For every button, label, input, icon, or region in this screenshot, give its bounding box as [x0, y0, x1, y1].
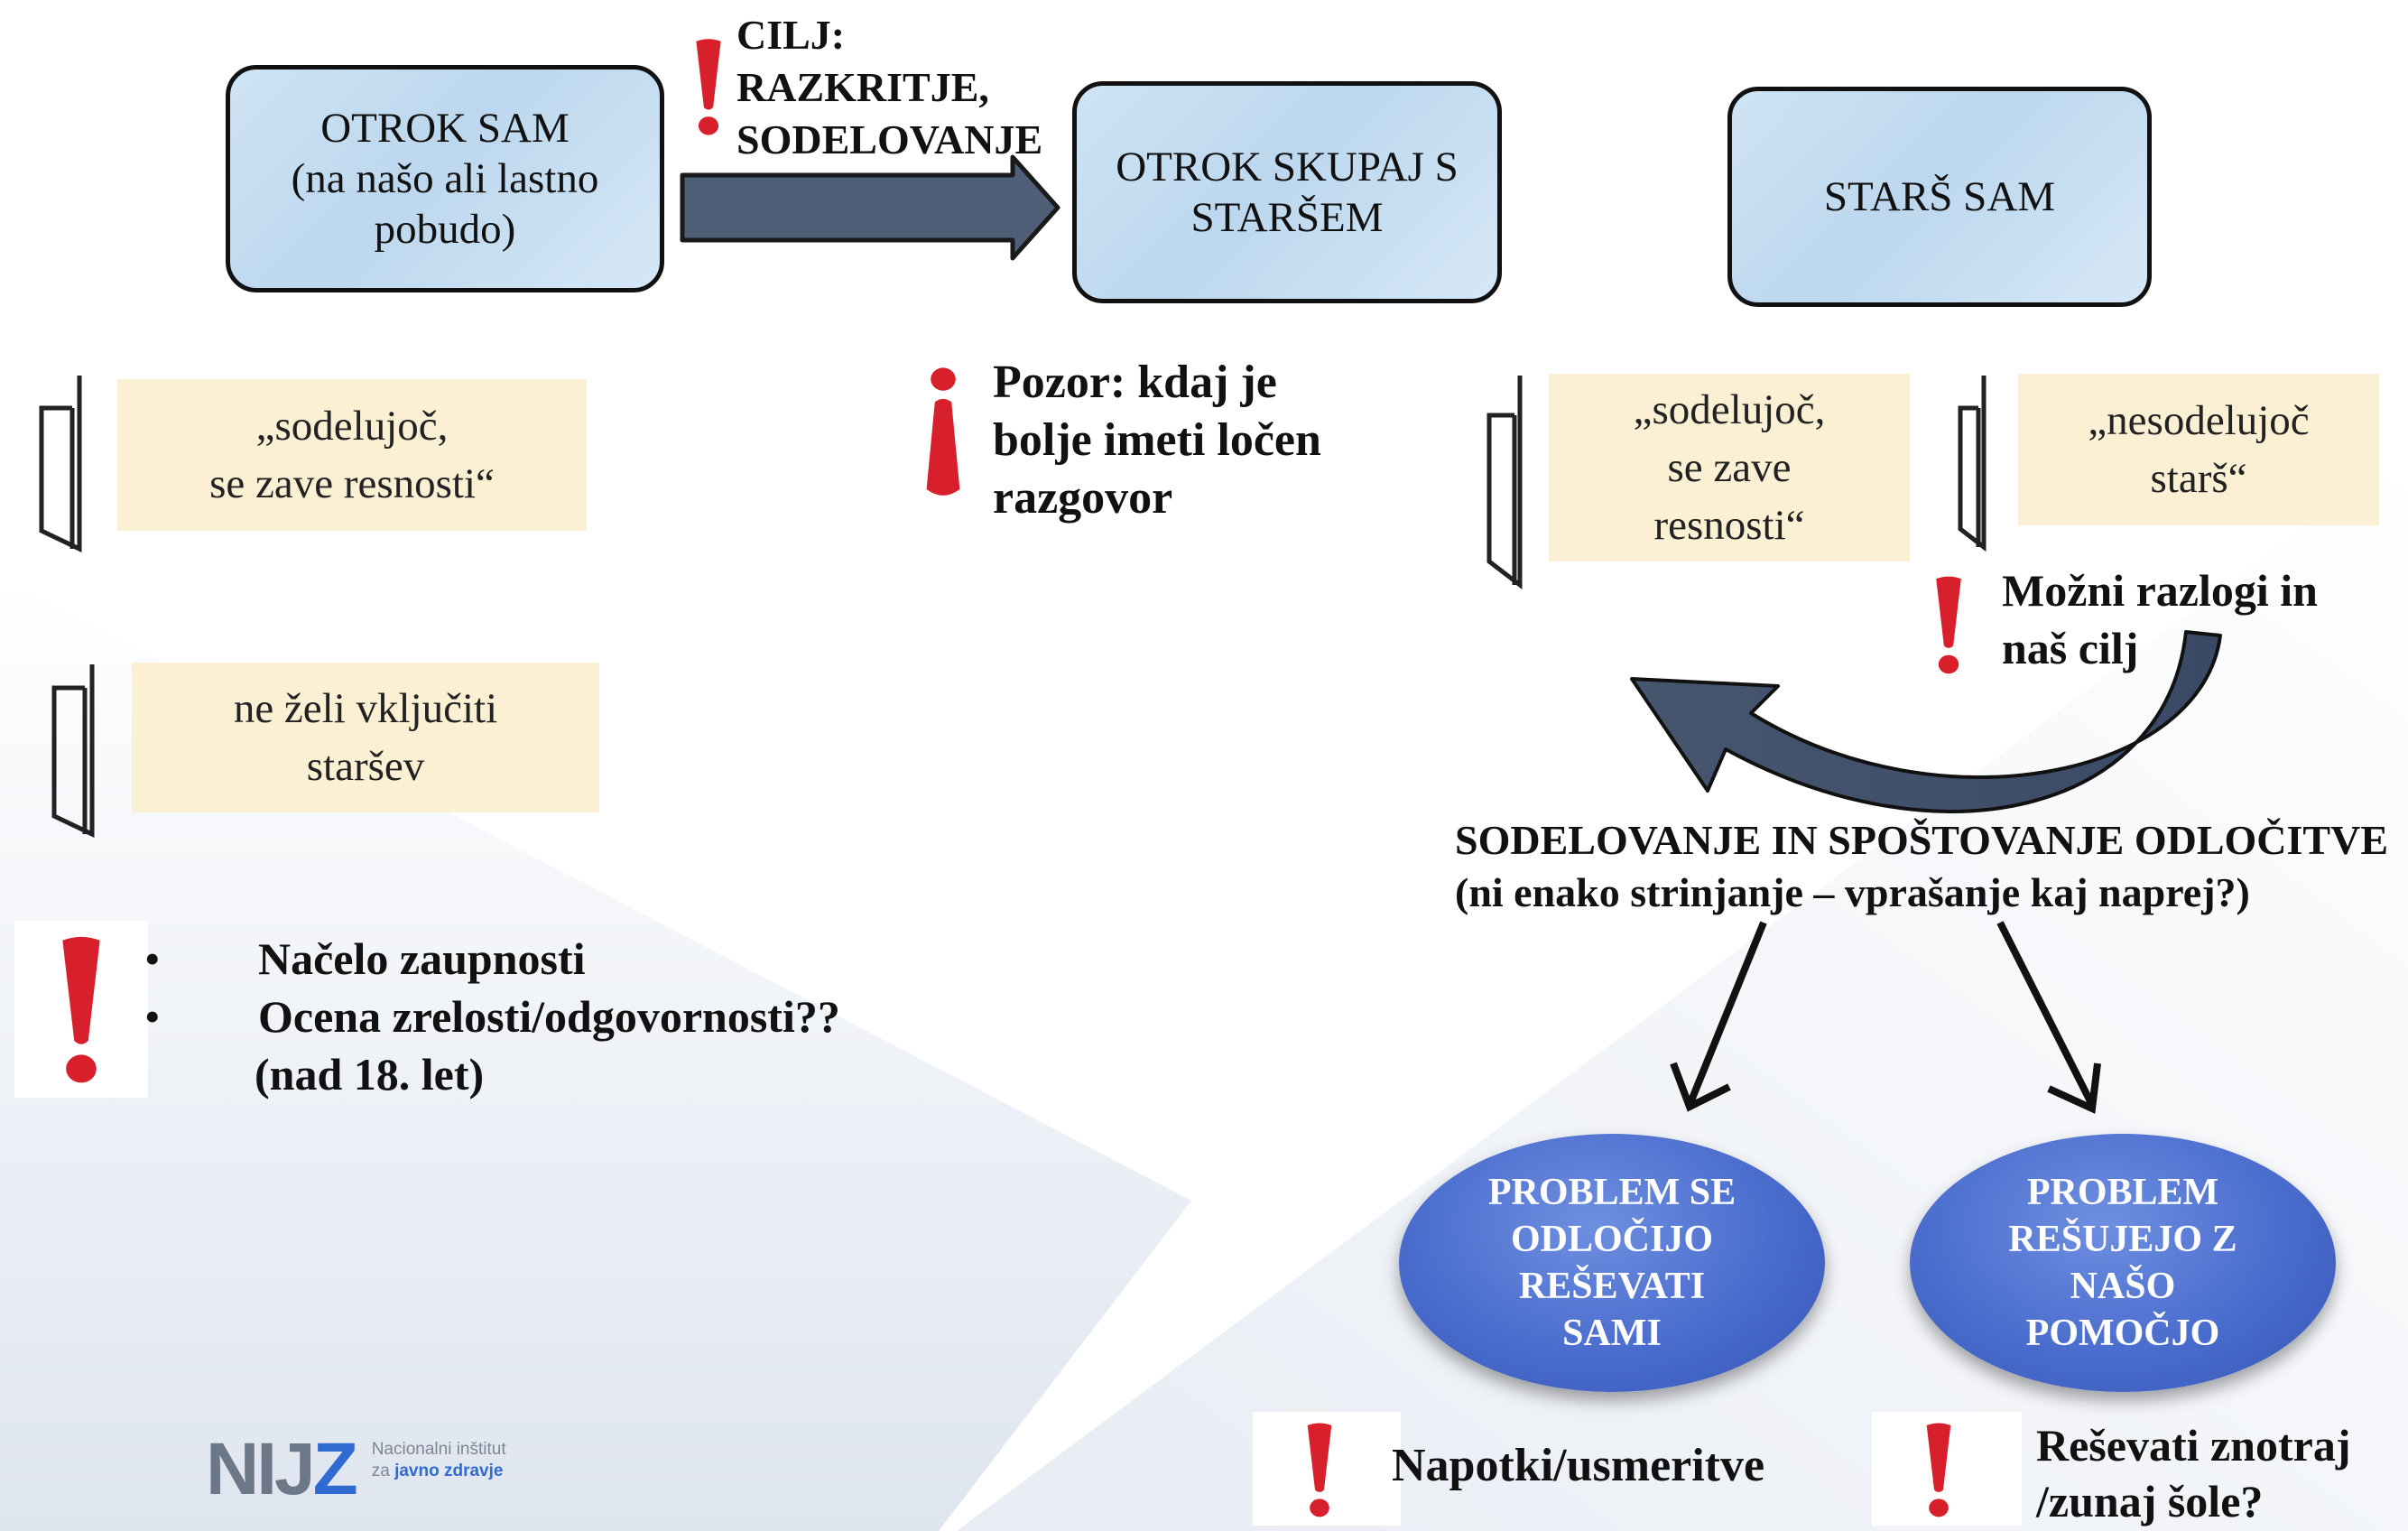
exclamation-icon	[62, 936, 100, 1083]
exclamation-badge	[1895, 567, 1995, 679]
goal-note-line1: CILJ:	[736, 12, 846, 58]
child-alone-line2: (na našo ali lastno	[291, 155, 599, 202]
list-item: •Ocena zrelosti/odgovornosti??	[144, 988, 840, 1045]
inside-outside-line2: /zunaj šole?	[2036, 1476, 2264, 1526]
goal-note-line2: RAZKRITJE,	[736, 64, 989, 110]
exclamation-badge	[14, 921, 148, 1098]
child-cooperative-note: „sodelujoč, se zave resnosti“	[117, 379, 587, 531]
caution-note: Pozor: kdaj je bolje imeti ločen razgovo…	[993, 354, 1321, 527]
no-parents-note: ne želi vključiti staršev	[132, 663, 599, 812]
parent-cooperative-note: „sodelujoč, se zave resnosti“	[1549, 374, 1910, 561]
goal-note: CILJ: RAZKRITJE, SODELOVANJE	[736, 9, 1042, 166]
outcome-solve-alone-line3: REŠEVATI	[1518, 1266, 1706, 1307]
down-arrow-right	[1996, 921, 2101, 1114]
outcome-solve-alone-line4: SAMI	[1562, 1313, 1662, 1354]
reasons-note-line2: naš cilj	[2002, 623, 2139, 673]
exclamation-badge	[1872, 1412, 2022, 1526]
list-item-sub: (nad 18. let)	[144, 1045, 840, 1103]
goal-note-line3: SODELOVANJE	[736, 116, 1043, 162]
list-item-sub-text: (nad 18. let)	[255, 1049, 485, 1100]
reasons-note-line1: Možni razlogi in	[2002, 565, 2318, 616]
list-item-text: Ocena zrelosti/odgovornosti??	[258, 991, 840, 1042]
exclamation-icon	[696, 39, 721, 135]
nijz-logo-text: Nacionalni inštitut za javno zdravje	[372, 1439, 506, 1482]
child-alone-line1: OTROK SAM	[320, 105, 570, 152]
left-bracket-2	[51, 664, 95, 838]
list-item-text: Načelo zaupnosti	[258, 933, 586, 984]
guidance-note: Napotki/usmeritve	[1392, 1440, 1765, 1491]
child-cooperative-line1: „sodelujoč,	[255, 403, 449, 450]
outcome-solve-with-help: PROBLEM REŠUJEJO Z NAŠO POMOČJO	[1910, 1134, 2336, 1392]
right-arrow	[680, 154, 1060, 261]
list-item: •Načelo zaupnosti	[144, 930, 840, 988]
exclamation-badge	[1253, 1412, 1401, 1526]
parent-non-cooperative-line1: „nesodelujoč	[2088, 397, 2310, 444]
child-cooperative-line2: se zave resnosti“	[209, 460, 495, 507]
down-arrow-left	[1670, 921, 1767, 1112]
child-alone-box: OTROK SAM (na našo ali lastno pobudo)	[226, 65, 664, 292]
outcome-solve-with-help-line1: PROBLEM	[2026, 1172, 2219, 1213]
outcome-solve-alone: PROBLEM SE ODLOČIJO REŠEVATI SAMI	[1399, 1134, 1825, 1392]
cooperation-heading-line2: (ni enako strinjanje – vprašanje kaj nap…	[1455, 869, 2250, 915]
inside-outside-line1: Reševati znotraj	[2036, 1420, 2351, 1471]
inside-outside-note: Reševati znotraj /zunaj šole?	[2036, 1417, 2351, 1529]
outcome-solve-alone-line1: PROBLEM SE	[1487, 1172, 1737, 1213]
curved-arrow	[1630, 630, 2222, 813]
exclamation-icon	[1926, 1423, 1951, 1517]
caution-note-line2: bolje imeti ločen	[993, 414, 1321, 466]
left-bracket-1	[39, 376, 82, 552]
parent-alone-label: STARŠ SAM	[1823, 173, 2056, 220]
outcome-solve-with-help-line4: POMOČJO	[2025, 1313, 2220, 1354]
parent-cooperative-line2: se zave	[1667, 444, 1792, 491]
outcome-solve-with-help-line2: REŠUJEJO Z	[2008, 1219, 2237, 1260]
principles-list: •Načelo zaupnosti •Ocena zrelosti/odgovo…	[144, 930, 840, 1103]
child-with-parent-line1: OTROK SKUPAJ S	[1116, 144, 1459, 190]
exclamation-icon	[1936, 576, 1961, 674]
cooperation-heading: SODELOVANJE IN SPOŠTOVANJE ODLOČITVE (ni…	[1455, 814, 2388, 919]
parent-alone-box: STARŠ SAM	[1727, 87, 2152, 307]
nijz-logo-line2: za javno zdravje	[371, 1461, 504, 1480]
nijz-logo-mark: NIJZ	[206, 1428, 358, 1510]
nijz-logo-line1: Nacionalni inštitut	[371, 1440, 506, 1459]
exclamation-icon	[926, 367, 960, 496]
child-with-parent-line2: STARŠEM	[1190, 194, 1384, 241]
parent-cooperative-line1: „sodelujoč,	[1633, 386, 1826, 433]
caution-note-line3: razgovor	[993, 472, 1173, 524]
no-parents-line1: ne želi vključiti	[233, 685, 498, 732]
reasons-note: Možni razlogi in naš cilj	[2002, 561, 2318, 677]
child-with-parent-box: OTROK SKUPAJ S STARŠEM	[1072, 81, 1502, 303]
nijz-logo: NIJZ Nacionalni inštitut za javno zdravj…	[206, 1428, 506, 1510]
parent-cooperative-line3: resnosti“	[1653, 502, 1805, 549]
child-alone-line3: pobudo)	[374, 206, 516, 253]
no-parents-line2: staršev	[306, 743, 425, 790]
caution-note-line1: Pozor: kdaj je	[993, 357, 1277, 408]
right-bracket-2	[1958, 376, 1987, 552]
exclamation-icon	[1307, 1423, 1332, 1517]
cooperation-heading-line1: SODELOVANJE IN SPOŠTOVANJE ODLOČITVE	[1455, 817, 2389, 863]
right-bracket-1	[1486, 376, 1523, 590]
parent-non-cooperative-line2: starš“	[2150, 455, 2247, 502]
outcome-solve-alone-line2: ODLOČIJO	[1510, 1219, 1714, 1260]
parent-non-cooperative-note: „nesodelujoč starš“	[2018, 374, 2379, 525]
outcome-solve-with-help-line3: NAŠO	[2070, 1266, 2176, 1307]
